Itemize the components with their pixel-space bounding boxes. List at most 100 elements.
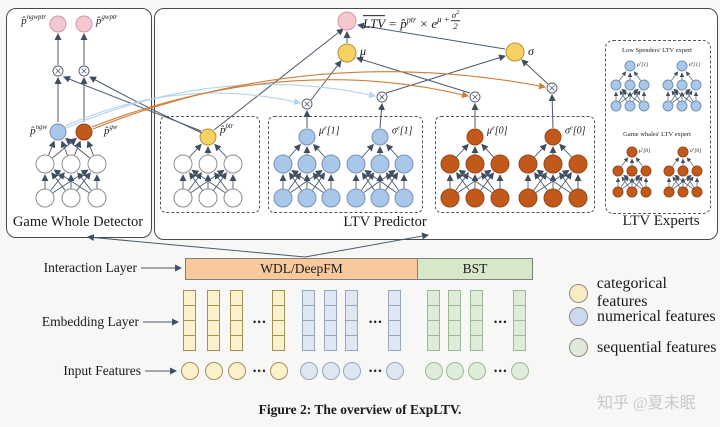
embedding-cell [302,335,315,351]
embedding-cell [388,305,401,321]
num-input-feature [386,362,404,380]
embedding-cell [513,335,526,351]
legend-numerical: numerical features [569,307,716,326]
cat-input-feature [205,362,223,380]
label-mu-e0: μe[0] [487,124,508,137]
label-p-ptr: p̂ptr [220,123,234,136]
ellipsis: ••• [494,317,508,327]
ellipsis: ••• [253,317,267,327]
embedding-cell [388,320,401,336]
cat-input-feature [270,362,288,380]
legend-sequential-label: sequential features [597,338,717,356]
num-embedding-column [302,290,315,351]
embedding-cell [448,290,461,306]
legend-categorical-label: categorical features [596,275,667,310]
seq-input-feature [446,362,464,380]
embedding-cell [388,290,401,306]
embedding-cell [207,305,220,321]
embedding-cell [207,290,220,306]
embedding-layer-label: Embedding Layer [41,314,139,329]
label-mu-e1: μe[1] [319,124,340,137]
ltv-predictor-title: LTV Predictor [343,214,427,230]
embedding-cell [513,290,526,306]
categorical-swatch-icon [569,283,588,303]
embedding-cell [230,335,243,351]
embedding-cell [272,335,285,351]
embedding-cell [427,305,440,321]
interaction-layer-label: Interaction Layer [43,260,137,275]
numerical-swatch-icon [569,307,588,326]
embedding-cell [207,320,220,336]
formula-ltv: LTV [363,15,385,31]
ellipsis: ••• [494,366,508,376]
game-whole-detector-box [6,8,152,238]
label-p-ngw: p̂ngw [30,124,47,137]
embedding-cell [513,305,526,321]
embedding-cell [427,320,440,336]
watermark: 知乎 @夏未眠 [597,395,696,412]
cat-embedding-column [207,290,220,351]
ltv-experts-box [605,40,711,214]
seq-embedding-column [470,290,483,351]
embedding-cell [324,290,337,306]
embedding-cell [324,335,337,351]
embedding-cell [427,290,440,306]
embedding-cell [183,305,196,321]
seq-embedding-column [427,290,440,351]
label-expert-sig0: σe[0] [690,146,702,155]
label-expert-mu1: μe[1] [637,60,649,69]
cat-input-feature [181,362,199,380]
legend-categorical: categorical features [569,275,720,311]
seq-embedding-column [513,290,526,351]
embedding-cell [345,290,358,306]
embedding-cell [183,335,196,351]
num-embedding-column [324,290,337,351]
wdl-deepfm-label: WDL/DeepFM [260,261,343,276]
embedding-cell [345,305,358,321]
low-spenders-expert-caption: Low Spenders' LTV expert [622,47,692,54]
embedding-cell [207,335,220,351]
embedding-cell [470,290,483,306]
embedding-cell [272,320,285,336]
wdl-deepfm-bar: WDL/DeepFM [185,258,418,280]
ltv-experts-title: LTV Experts [622,213,700,229]
num-embedding-column [345,290,358,351]
label-p-ngwptr: p̂ngwptr [21,14,46,27]
embedding-cell [427,335,440,351]
label-expert-mu0: μe[0] [639,146,651,155]
cat-embedding-column [272,290,285,351]
game-whales-expert-caption: Game whales' LTV expert [623,131,691,138]
embedding-cell [324,305,337,321]
embedding-cell [448,320,461,336]
embedding-cell [230,320,243,336]
embedding-cell [470,305,483,321]
embedding-cell [302,320,315,336]
label-sig-e0: σe[0] [565,124,586,137]
embedding-cell [230,290,243,306]
embedding-cell [470,320,483,336]
embedding-cell [388,335,401,351]
num-embedding-column [388,290,401,351]
embedding-cell [230,305,243,321]
seq-input-feature [511,362,529,380]
bst-label: BST [462,261,488,276]
num-input-feature [343,362,361,380]
embedding-cell [470,335,483,351]
sequential-swatch-icon [569,338,588,357]
legend-numerical-label: numerical features [597,307,716,325]
label-p-gwptr: p̂gwptr [96,14,118,27]
embedding-cell [183,320,196,336]
cat-embedding-column [183,290,196,351]
embedding-cell [272,290,285,306]
cat-input-feature [228,362,246,380]
label-sigma: σ [528,44,534,58]
embedding-cell [302,305,315,321]
embedding-cell [448,305,461,321]
figure-caption: Figure 2: The overview of ExpLTV. [258,402,462,417]
num-input-feature [322,362,340,380]
embedding-cell [448,335,461,351]
game-whole-detector-title: Game Whole Detector [12,214,144,230]
label-p-gw: p̂gw [104,124,118,137]
